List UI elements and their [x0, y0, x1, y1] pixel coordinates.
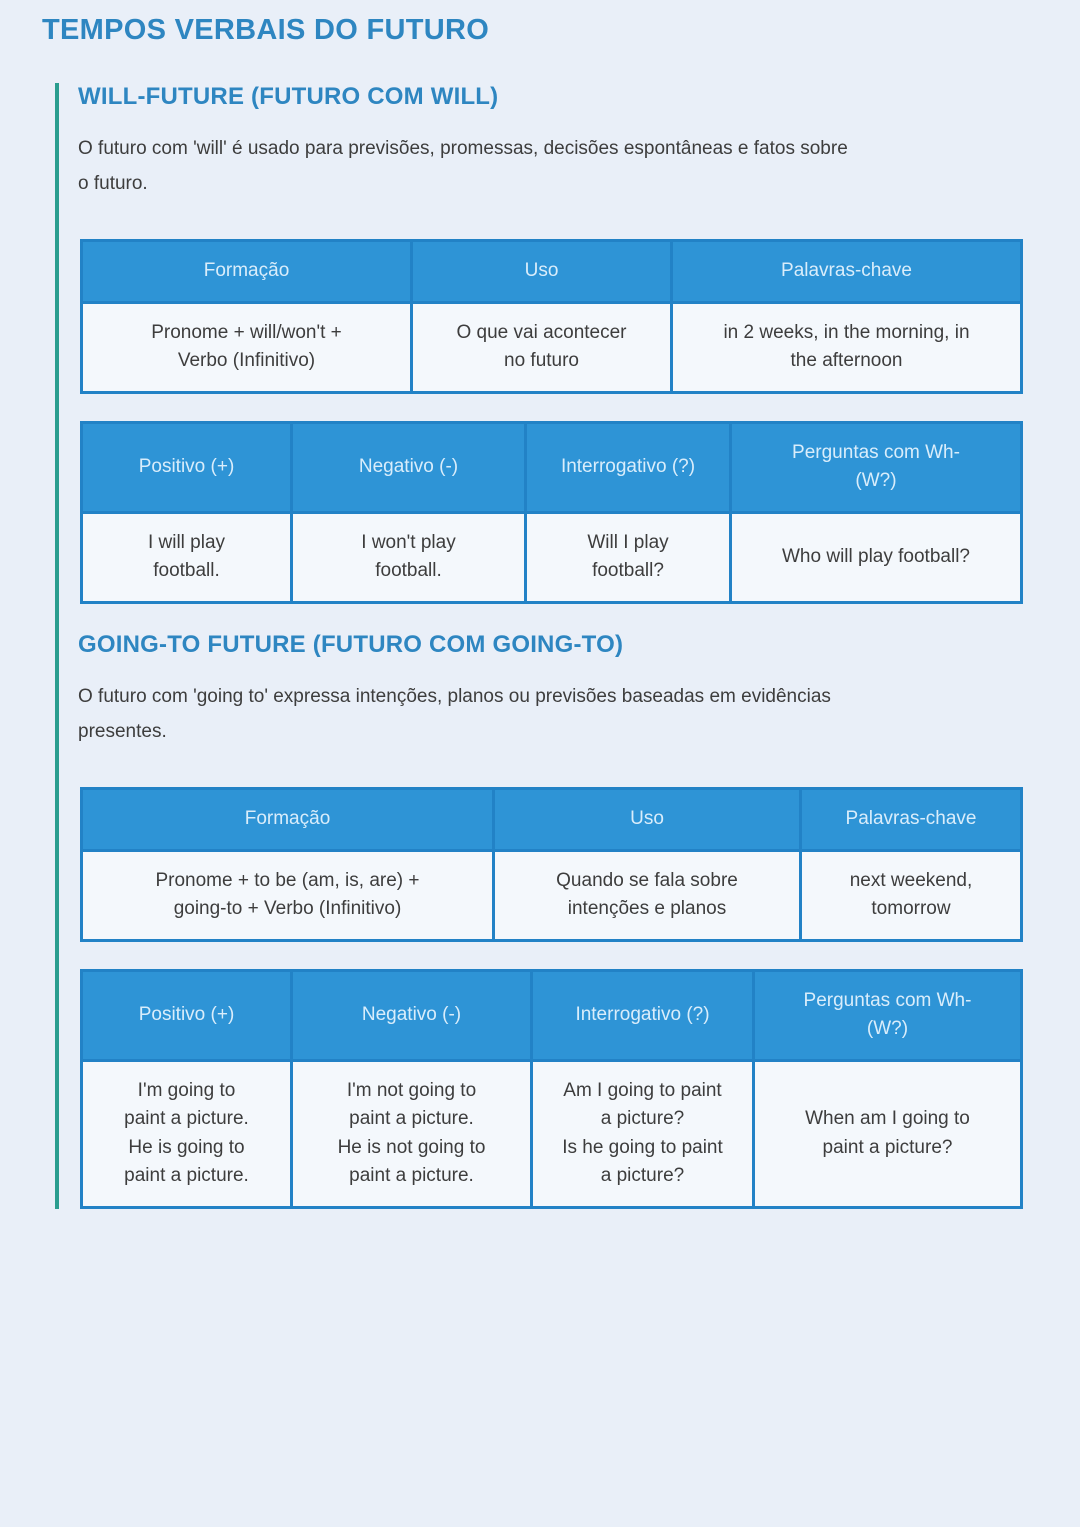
header-wh-questions: Perguntas com Wh- (W?): [752, 968, 1023, 1062]
going-to-forms-table: Positivo (+) Negativo (-) Interrogativo …: [80, 968, 1023, 1209]
section-going-to-future: GOING-TO FUTURE (FUTURO COM GOING-TO) O …: [78, 631, 1040, 1209]
cell-wh-questions: When am I going to paint a picture?: [752, 1058, 1023, 1209]
header-formacao: Formação: [80, 239, 413, 304]
cell-negativo: I won't play football.: [290, 510, 527, 604]
header-negativo: Negativo (-): [290, 420, 527, 514]
cell-positivo: I will play football.: [80, 510, 293, 604]
table-header-row: Positivo (+) Negativo (-) Interrogativo …: [80, 420, 1023, 514]
section-heading: GOING-TO FUTURE (FUTURO COM GOING-TO): [78, 630, 624, 658]
cell-formacao: Pronome + to be (am, is, are) + going-to…: [80, 848, 495, 942]
going-to-overview-table: Formação Uso Palavras-chave Pronome + to…: [80, 787, 1023, 942]
cell-palavras-chave: next weekend, tomorrow: [799, 848, 1023, 942]
table-header-row: Formação Uso Palavras-chave: [80, 239, 1023, 304]
section-will-future: WILL-FUTURE (FUTURO COM WILL) O futuro c…: [78, 83, 1040, 604]
document-page: TEMPOS VERBAIS DO FUTURO WILL-FUTURE (FU…: [42, 14, 1040, 1209]
cell-interrogativo: Am I going to paint a picture? Is he goi…: [530, 1058, 755, 1209]
header-interrogativo: Interrogativo (?): [524, 420, 732, 514]
cell-positivo: I'm going to paint a picture. He is goin…: [80, 1058, 293, 1209]
page-title: TEMPOS VERBAIS DO FUTURO: [42, 14, 490, 46]
section-description: O futuro com 'going to' expressa intençõ…: [78, 685, 831, 742]
cell-formacao: Pronome + will/won't + Verbo (Infinitivo…: [80, 300, 413, 394]
header-uso: Uso: [410, 239, 673, 304]
header-negativo: Negativo (-): [290, 968, 533, 1062]
header-positivo: Positivo (+): [80, 968, 293, 1062]
table-row: Pronome + to be (am, is, are) + going-to…: [80, 848, 1023, 942]
will-overview-table: Formação Uso Palavras-chave Pronome + wi…: [80, 239, 1023, 394]
header-interrogativo: Interrogativo (?): [530, 968, 755, 1062]
table-row: Pronome + will/won't + Verbo (Infinitivo…: [80, 300, 1023, 394]
table-header-row: Positivo (+) Negativo (-) Interrogativo …: [80, 968, 1023, 1062]
header-palavras-chave: Palavras-chave: [799, 787, 1023, 852]
table-header-row: Formação Uso Palavras-chave: [80, 787, 1023, 852]
cell-palavras-chave: in 2 weeks, in the morning, in the after…: [670, 300, 1023, 394]
header-positivo: Positivo (+): [80, 420, 293, 514]
table-row: I'm going to paint a picture. He is goin…: [80, 1058, 1023, 1209]
header-uso: Uso: [492, 787, 802, 852]
section-description: O futuro com 'will' é usado para previsõ…: [78, 138, 848, 195]
cell-interrogativo: Will I play football?: [524, 510, 732, 604]
cell-uso: O que vai acontecer no futuro: [410, 300, 673, 394]
will-forms-table: Positivo (+) Negativo (-) Interrogativo …: [80, 420, 1023, 604]
content-with-accent-line: WILL-FUTURE (FUTURO COM WILL) O futuro c…: [55, 83, 1040, 1209]
section-heading: WILL-FUTURE (FUTURO COM WILL): [78, 83, 499, 110]
header-formacao: Formação: [80, 787, 495, 852]
header-palavras-chave: Palavras-chave: [670, 239, 1023, 304]
table-row: I will play football. I won't play footb…: [80, 510, 1023, 604]
cell-uso: Quando se fala sobre intenções e planos: [492, 848, 802, 942]
cell-wh-questions: Who will play football?: [729, 510, 1023, 604]
cell-negativo: I'm not going to paint a picture. He is …: [290, 1058, 533, 1209]
header-wh-questions: Perguntas com Wh- (W?): [729, 420, 1023, 514]
